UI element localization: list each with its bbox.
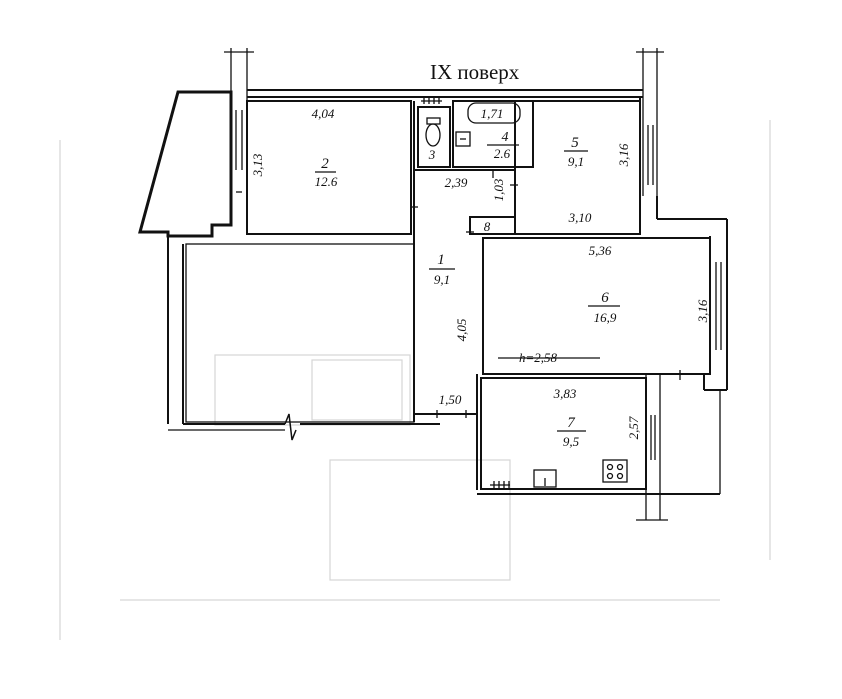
dim-313: 3,13 <box>250 153 265 177</box>
dim-536: 5,36 <box>589 243 612 258</box>
dim-316-top: 3,16 <box>616 143 631 167</box>
radiator-icon <box>490 481 510 489</box>
dim-171: 1,71 <box>481 106 504 121</box>
room-label-5: 5 9,1 <box>564 135 588 169</box>
room-8 <box>469 216 516 235</box>
shaft-right <box>636 48 664 196</box>
svg-text:9,5: 9,5 <box>563 434 580 449</box>
room-label-6: 6 16,9 <box>588 290 620 325</box>
svg-text:9,1: 9,1 <box>568 154 584 169</box>
dim-310: 3,10 <box>568 210 592 225</box>
room-label-2: 2 12.6 <box>315 156 338 189</box>
dim-257: 2,57 <box>626 416 641 439</box>
svg-text:12.6: 12.6 <box>315 174 338 189</box>
room-unlabeled <box>185 243 415 423</box>
dim-h: h=2,58 <box>519 350 558 365</box>
svg-text:9,1: 9,1 <box>434 272 450 287</box>
room-label-3: 3 <box>428 147 436 162</box>
svg-text:2: 2 <box>321 156 329 172</box>
svg-text:4: 4 <box>502 130 509 145</box>
room-2 <box>246 100 412 235</box>
dim-405: 4,05 <box>454 318 469 341</box>
dim-150: 1,50 <box>439 392 462 407</box>
room-3-wc <box>417 106 451 168</box>
sink-icon <box>455 131 471 147</box>
dimension-labels: 4,04 3,13 1,71 2,39 1,03 3,16 3,10 5,36 … <box>250 106 710 439</box>
room-label-7: 7 9,5 <box>557 415 586 449</box>
dim-103: 1,03 <box>491 178 506 201</box>
balcony-left <box>138 90 233 238</box>
outer-walls <box>167 89 728 441</box>
room-label-4: 4 2.6 <box>487 130 519 161</box>
svg-text:2.6: 2.6 <box>494 146 511 161</box>
dim-404: 4,04 <box>312 106 335 121</box>
room-label-1: 1 9,1 <box>429 252 455 287</box>
svg-text:1: 1 <box>437 252 445 268</box>
sink-kitchen-icon <box>533 469 557 488</box>
toilet-icon <box>425 123 441 147</box>
svg-text:7: 7 <box>567 415 576 431</box>
stove-icon <box>602 459 628 483</box>
svg-text:16,9: 16,9 <box>594 310 617 325</box>
bathtub-icon <box>467 102 521 124</box>
room-4-bath <box>452 100 534 168</box>
vent-icon <box>421 98 442 104</box>
room-6 <box>482 237 711 375</box>
room-label-8: 8 <box>484 219 491 234</box>
dimension-ticks <box>236 170 681 418</box>
dim-316-right: 3,16 <box>695 299 710 323</box>
svg-text:5: 5 <box>571 135 579 151</box>
dim-383: 3,83 <box>553 386 577 401</box>
svg-text:6: 6 <box>601 290 609 306</box>
svg-text:8: 8 <box>484 219 491 234</box>
floor-title: IX поверх <box>430 60 520 84</box>
svg-text:3: 3 <box>428 147 436 162</box>
dim-239: 2,39 <box>445 175 468 190</box>
